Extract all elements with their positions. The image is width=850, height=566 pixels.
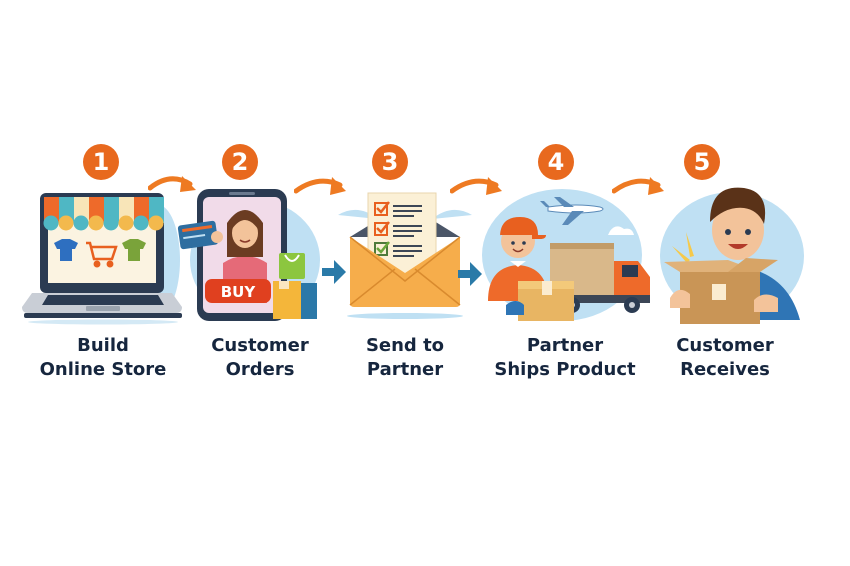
step-badge: 2 [222, 144, 258, 180]
laptop-storefront-icon [22, 193, 182, 325]
package-box-icon [518, 281, 574, 321]
airplane-icon [540, 197, 604, 225]
phone-shopper-buy-icon: BUY [177, 189, 320, 321]
step-badge: 1 [83, 144, 119, 180]
step-5: 5 Customer Receives [640, 0, 810, 400]
svg-text:BUY: BUY [221, 283, 257, 301]
credit-card-icon [177, 220, 219, 250]
sparkle-lines-icon [672, 232, 694, 263]
step-label: Build Online Store [39, 335, 167, 380]
open-box-icon [664, 258, 778, 324]
step-label: Customer Receives [676, 335, 774, 380]
step-badge: 3 [372, 144, 408, 180]
checklist-icon [374, 201, 422, 257]
shopping-bags-icon [273, 253, 317, 319]
shopping-cart-icon [86, 241, 118, 268]
curved-arrow-icon [450, 177, 502, 195]
curved-arrow-icon [294, 177, 346, 195]
step-badge: 5 [684, 144, 720, 180]
step-label: Send to Partner [365, 335, 445, 380]
step-1: 1 Build Online [18, 0, 188, 400]
customer-opening-box-icon [660, 187, 804, 324]
tshirt-blue-icon [54, 239, 78, 261]
straight-arrow-icon [322, 260, 346, 284]
step-label: Customer Orders [211, 335, 309, 380]
step-label: Partner Ships Product [494, 335, 636, 380]
delivery-truck-icon [550, 243, 650, 313]
curved-arrow-icon [148, 176, 196, 192]
buy-button: BUY [205, 279, 271, 303]
straight-arrow-icon [458, 262, 482, 286]
step-badge: 4 [538, 144, 574, 180]
step-2: 2 BUY Customer Orders [175, 0, 345, 400]
tshirt-green-icon [122, 239, 146, 261]
step-4: 4 [470, 0, 660, 400]
curved-arrow-icon [612, 177, 664, 195]
courier-truck-plane-icon [482, 189, 650, 321]
step-3: 3 Send to Partner [320, 0, 490, 400]
envelope-checklist-icon [338, 192, 472, 319]
